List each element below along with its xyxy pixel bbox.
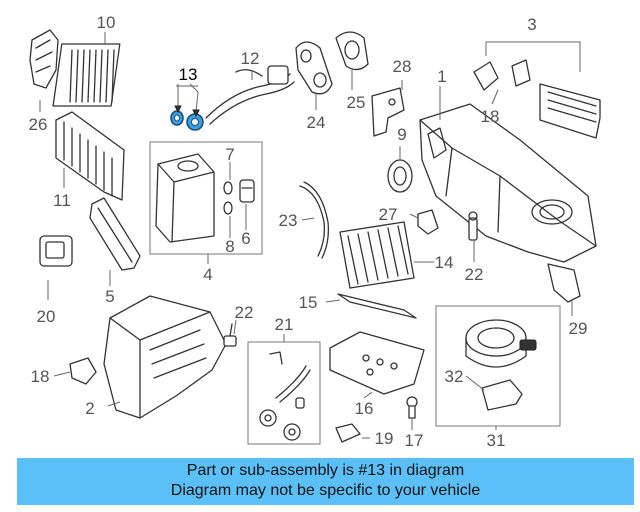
label-1: 1 xyxy=(437,67,446,86)
label-20: 20 xyxy=(37,307,56,326)
part-6-valve[interactable] xyxy=(239,179,255,203)
part-22-sensor[interactable] xyxy=(223,323,237,347)
label-10: 10 xyxy=(97,13,116,32)
label-19: 19 xyxy=(375,429,394,448)
part-13-seal-right[interactable] xyxy=(186,113,204,131)
label-23: 22 xyxy=(465,265,484,284)
part-25-gasket[interactable] xyxy=(295,41,333,95)
label-8: 8 xyxy=(225,237,234,256)
label-7: 7 xyxy=(225,145,234,164)
part-23-bolt[interactable] xyxy=(468,211,478,241)
label-28: 27 xyxy=(379,205,398,224)
label-17: 17 xyxy=(405,431,424,450)
label-31: 31 xyxy=(487,431,506,450)
part-3-linkage[interactable] xyxy=(473,59,601,139)
label-14: 14 xyxy=(435,253,454,272)
part-31-group-box xyxy=(435,305,561,427)
part-2-lower-housing[interactable] xyxy=(103,295,227,419)
label-4: 4 xyxy=(203,265,212,284)
part-4-housing[interactable] xyxy=(155,153,215,243)
parts-diagram: 10 26 11 5 20 4 6 7 8 13 12 24 25 28 1 3… xyxy=(29,13,601,450)
part-1-hvac-case[interactable] xyxy=(419,103,597,263)
label-24: 23 xyxy=(279,211,298,230)
label-18-right: 18 xyxy=(481,107,500,126)
part-18-actuator-left[interactable] xyxy=(69,357,97,385)
label-9: 9 xyxy=(397,125,406,144)
part-26-gasket[interactable] xyxy=(335,31,369,71)
part-24-hose[interactable] xyxy=(299,181,330,259)
label-21: 21 xyxy=(275,315,294,334)
label-27: 26 xyxy=(29,115,48,134)
part-10-heater-core[interactable] xyxy=(52,43,121,107)
label-15: 15 xyxy=(299,293,318,312)
part-12-pipe[interactable] xyxy=(205,65,295,125)
part-15-filter-frame[interactable] xyxy=(337,293,417,319)
part-32-resistor[interactable] xyxy=(481,379,523,411)
part-31-blower-motor[interactable] xyxy=(465,319,537,368)
label-25: 24 xyxy=(307,113,326,132)
part-14-cabin-filter[interactable] xyxy=(339,221,415,289)
label-22: 22 xyxy=(235,303,254,322)
label-3: 3 xyxy=(527,15,536,34)
part-11-evaporator[interactable] xyxy=(55,111,125,201)
part-19-connector[interactable] xyxy=(335,423,361,443)
part-20-actuator[interactable] xyxy=(39,235,73,267)
part-16-tray[interactable] xyxy=(329,331,425,395)
label-2: 2 xyxy=(85,399,94,418)
part-17-bolt[interactable] xyxy=(406,396,418,419)
banner-line-1: Part or sub-assembly is #13 in diagram xyxy=(186,462,465,479)
part-labels: 10 26 11 5 20 4 6 7 8 13 12 24 25 28 1 3… xyxy=(29,13,588,450)
part-21-linkage[interactable] xyxy=(259,351,311,441)
part-4-group-box xyxy=(149,141,263,255)
label-11: 11 xyxy=(53,191,71,210)
label-16: 16 xyxy=(355,399,374,418)
part-28-sensor[interactable] xyxy=(417,209,439,235)
part-27-bracket[interactable] xyxy=(29,29,59,89)
part-21-group-box xyxy=(247,341,321,445)
label-12: 12 xyxy=(241,49,260,68)
part-7-oring[interactable] xyxy=(223,181,233,195)
label-13: 13 xyxy=(179,65,198,84)
label-32: 32 xyxy=(445,367,464,386)
label-30: 29 xyxy=(569,319,588,338)
part-5-filter[interactable] xyxy=(89,197,141,271)
label-29: 28 xyxy=(393,57,412,76)
part-9-motor[interactable] xyxy=(387,159,413,193)
leader-lines xyxy=(39,32,581,439)
label-18-left: 18 xyxy=(31,367,50,386)
part-30-bracket[interactable] xyxy=(547,263,581,303)
label-26: 25 xyxy=(347,93,366,112)
banner-line-2: Diagram may not be specific to your vehi… xyxy=(170,482,481,499)
part-8-oring[interactable] xyxy=(223,201,233,215)
part-13-seal-left[interactable] xyxy=(170,110,184,126)
info-banner: Part or sub-assembly is #13 in diagram D… xyxy=(17,458,634,505)
label-6: 6 xyxy=(241,229,250,248)
part-29-bracket[interactable] xyxy=(371,87,405,137)
label-5: 5 xyxy=(105,287,114,306)
